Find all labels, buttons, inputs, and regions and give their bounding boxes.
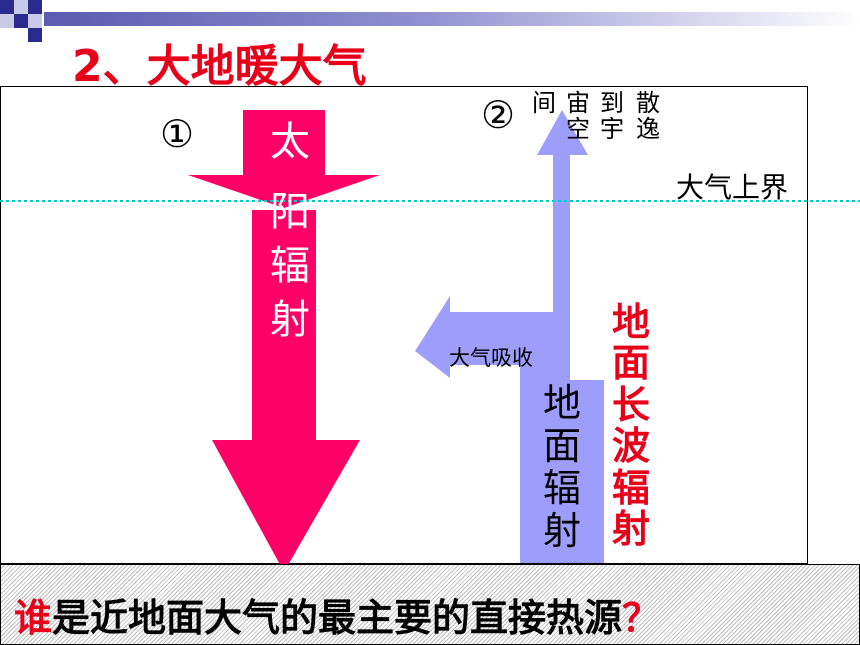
question-text: 谁是近地面大气的最主要的直接热源？ (14, 587, 660, 642)
space-scatter-col: 到 宇 (600, 89, 624, 144)
top-bar-gradient (44, 12, 860, 26)
ground-radiation-label: 地 面 辐 射 (543, 381, 582, 553)
ground-longwave-label: 地 面 长 波 辐 射 (612, 300, 651, 552)
question-lead: 谁 (14, 596, 53, 640)
solar-char: 辐 (270, 243, 310, 289)
upper-atmosphere-label: 大气上界 (676, 171, 789, 204)
page-title: 2、大地暖大气 (72, 41, 367, 92)
solar-arrow-top (188, 110, 380, 208)
ground-radiation-arrow (415, 110, 604, 563)
marker-2: ② (481, 93, 516, 137)
space-scatter-col: 间 (532, 89, 556, 117)
atmosphere-absorb-label: 大气吸收 (449, 346, 533, 370)
space-scatter-col: 宙 空 (566, 89, 590, 144)
solar-char: 射 (270, 297, 310, 343)
solar-char: 阳 (270, 189, 310, 235)
ground-surface (0, 564, 860, 645)
question-body: 是近地面大气的最主要的直接热源 (52, 596, 623, 640)
diagram-frame (0, 86, 808, 564)
question-mark: ？ (622, 596, 661, 640)
space-scatter-col: 散 逸 (636, 89, 660, 144)
solar-char: 太 (270, 119, 310, 165)
marker-1: ① (160, 112, 195, 156)
solar-radiation-label: 太 阳 辐 射 (270, 118, 310, 344)
solar-arrow-main (212, 210, 360, 572)
